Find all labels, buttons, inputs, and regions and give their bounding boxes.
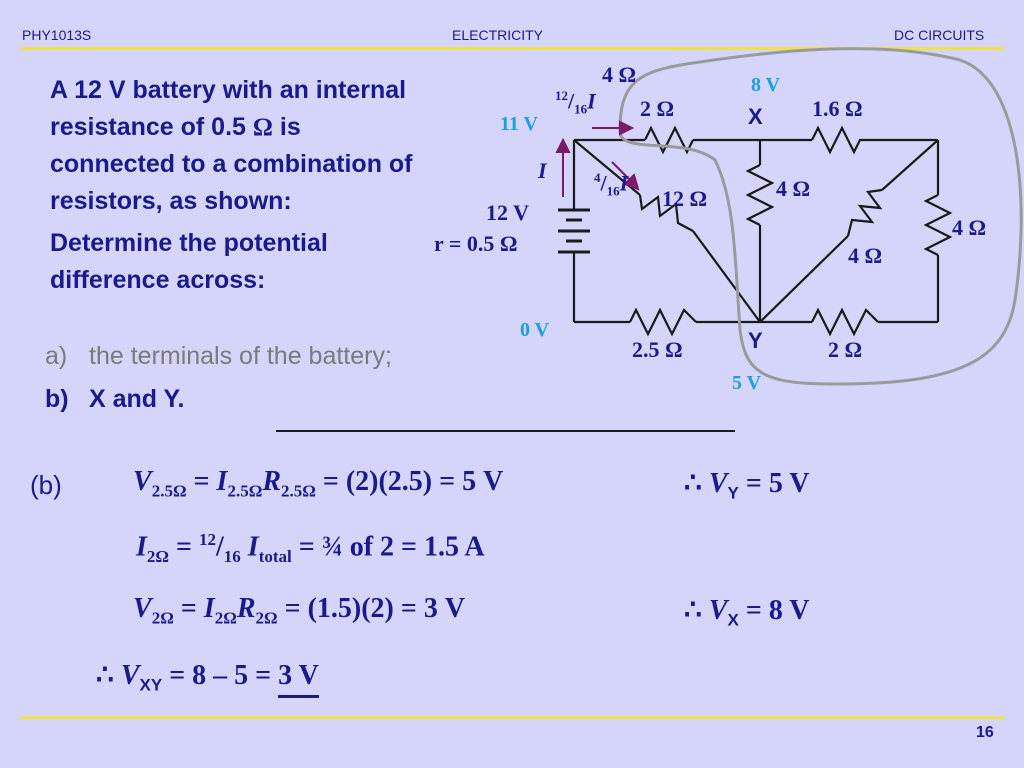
solution-vy: ∴ VY = 5 V: [684, 466, 810, 504]
sub-2-5-ohm-3: 2.5Ω: [281, 481, 316, 501]
sym-i: I: [216, 466, 228, 497]
sym-v-y: V: [708, 468, 728, 499]
question-a-label: a): [45, 342, 68, 370]
label-r-12: 12 Ω: [662, 186, 708, 211]
problem-task: Determine the potential difference acros…: [50, 229, 328, 294]
vx-result: = 8 V: [738, 595, 810, 626]
fraction-4-16-numerator: 4: [594, 170, 601, 185]
sub-x: X: [727, 610, 739, 630]
label-battery-r: r = 0.5 Ω: [434, 231, 518, 256]
solution-line-4: ∴ VXY = 8 – 5 = 3 V: [96, 658, 319, 698]
solution-label: (b): [30, 470, 62, 500]
label-r-2-top: 2 Ω: [640, 96, 675, 121]
sub-2-ohm-c: 2Ω: [255, 608, 278, 628]
solution-line-2: I2Ω = 12/16 Itotal = ¾ of 2 = 1.5 A: [136, 530, 485, 566]
equals-3: =: [173, 593, 204, 624]
question-a: a) the terminals of the battery;: [45, 342, 392, 371]
sub-total: total: [258, 546, 292, 566]
label-r-diag-4: 4 Ω: [848, 243, 883, 268]
course-code: PHY1013S: [22, 27, 92, 43]
current-symbol: I: [587, 88, 596, 114]
circuit-diagram: [555, 47, 1023, 386]
sym-v-xy: V: [120, 660, 140, 691]
label-node-x-voltage: 8 V: [751, 74, 781, 96]
fraction-num: 12: [199, 530, 216, 549]
problem-intro-text-a: A 12 V battery with an internal resistan…: [50, 76, 407, 141]
sub-2-ohm-a: 2Ω: [151, 608, 174, 628]
therefore-symbol-3: ∴: [96, 660, 121, 691]
label-node-y-voltage: 5 V: [732, 372, 762, 394]
sym-v-x: V: [708, 595, 728, 626]
label-current-4-16: 4/16I: [594, 170, 629, 199]
equals-2: =: [169, 531, 199, 563]
sym-i-total: I: [240, 531, 259, 563]
line-2-result: = ¾ of 2 = 1.5 A: [291, 531, 485, 563]
footer-divider: [20, 716, 1004, 719]
equals-4: = 8 – 5 =: [162, 660, 279, 691]
label-r-right-4: 4 Ω: [952, 215, 987, 240]
circuit-wires: [572, 125, 953, 337]
sym-v: V: [133, 466, 152, 497]
fraction-4-16-denominator: 16: [606, 183, 620, 199]
sub-2-5-ohm-2: 2.5Ω: [227, 481, 263, 501]
battery-symbol: [558, 208, 590, 254]
question-a-text: the terminals of the battery;: [89, 342, 392, 370]
fraction-den: 16: [223, 546, 241, 566]
solution-line-3: V2Ω = I2ΩR2Ω = (1.5)(2) = 3 V: [133, 593, 465, 629]
label-r-2-5: 2.5 Ω: [632, 337, 683, 362]
sym-r: R: [262, 466, 281, 497]
label-node-x: X: [748, 104, 763, 129]
label-r-2-bottom: 2 Ω: [828, 337, 863, 362]
solution-separator: [276, 430, 735, 432]
sub-2-5-ohm: 2.5Ω: [151, 481, 187, 501]
problem-statement: A 12 V battery with an internal resistan…: [50, 72, 430, 299]
sub-2-ohm: 2Ω: [146, 546, 170, 566]
label-battery-emf: 12 V: [486, 200, 529, 225]
sym-i-2ohm: I: [136, 531, 147, 563]
sub-xy: XY: [139, 675, 163, 695]
sym-r-3: R: [236, 593, 256, 624]
question-b-text: X and Y.: [89, 385, 185, 413]
sub-y: Y: [727, 483, 739, 503]
topic-title: ELECTRICITY: [452, 27, 544, 43]
sub-2-ohm-b: 2Ω: [214, 608, 237, 628]
label-node-y: Y: [748, 328, 763, 353]
sym-i-3: I: [203, 593, 215, 624]
fraction-12-16-denominator: 16: [574, 101, 588, 117]
question-b: b) X and Y.: [45, 385, 184, 414]
label-r-top-4: 4 Ω: [602, 62, 637, 87]
current-arrows: [555, 120, 640, 197]
final-answer: 3 V: [278, 660, 319, 698]
label-current-12-16: 12/16I: [555, 88, 596, 117]
page-number: 16: [976, 724, 994, 741]
label-left-top-voltage: 11 V: [500, 113, 538, 135]
label-r-1-6: 1.6 Ω: [812, 96, 863, 121]
current-symbol-2: I: [619, 170, 629, 196]
therefore-symbol: ∴: [684, 468, 709, 499]
label-battery-current: I: [538, 158, 547, 183]
therefore-symbol-2: ∴: [684, 595, 709, 626]
question-b-label: b): [45, 385, 69, 413]
label-zero-v: 0 V: [520, 319, 550, 341]
label-r-mid-4: 4 Ω: [776, 176, 811, 201]
ohm-symbol: Ω: [252, 114, 273, 141]
line-1-result: = (2)(2.5) = 5 V: [315, 466, 504, 497]
equipotential-loop: [618, 47, 1023, 386]
problem-intro-text-b: is connected to a combination of resisto…: [50, 113, 413, 215]
sym-v-2ohm: V: [133, 593, 152, 624]
line-3-result: = (1.5)(2) = 3 V: [277, 593, 466, 624]
header-divider: [20, 47, 1004, 50]
section-title: DC CIRCUITS: [894, 27, 985, 43]
fraction-12-16-numerator: 12: [555, 88, 568, 103]
vy-result: = 5 V: [738, 468, 810, 499]
problem-intro: A 12 V battery with an internal resistan…: [50, 72, 430, 220]
solution-line-1: V2.5Ω = I2.5ΩR2.5Ω = (2)(2.5) = 5 V: [133, 466, 503, 502]
solution-vx: ∴ VX = 8 V: [684, 593, 810, 631]
equals: =: [186, 466, 217, 497]
